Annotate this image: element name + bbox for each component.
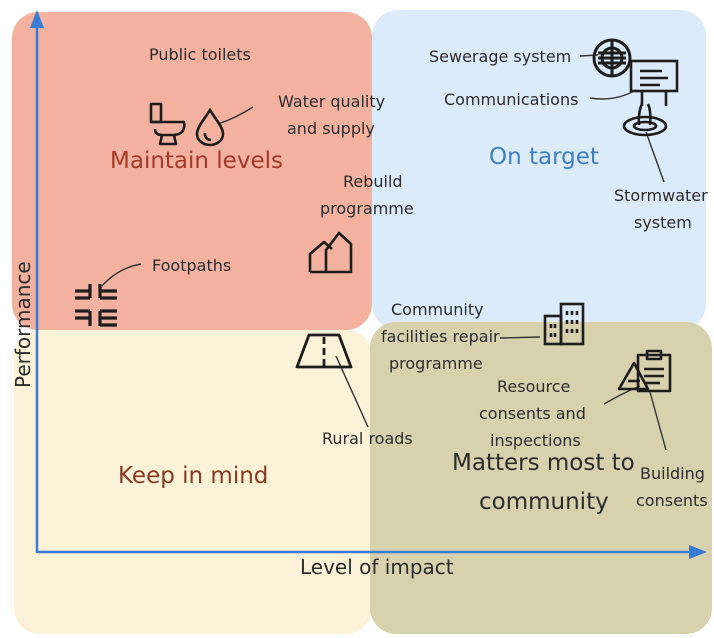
x-axis-label: Level of impact xyxy=(300,555,454,579)
quadrant-on-target xyxy=(372,10,706,330)
quadrant-keep-in-mind xyxy=(14,330,372,634)
stormwater-drain-icon xyxy=(622,103,668,137)
label-building-1: Building xyxy=(640,464,705,483)
label-community-1: Community xyxy=(391,300,484,319)
y-axis xyxy=(30,10,44,553)
label-water-quality-1: Water quality xyxy=(278,92,386,111)
label-rebuild-2: programme xyxy=(320,199,414,218)
label-water-quality-2: and supply xyxy=(287,119,375,138)
road-icon xyxy=(295,333,353,369)
quadrant-title-keep: Keep in mind xyxy=(118,463,269,489)
house-icon xyxy=(308,231,353,274)
footpath-icon xyxy=(75,284,117,327)
quadrant-title-target: On target xyxy=(489,144,599,170)
label-rural-roads: Rural roads xyxy=(322,429,413,448)
quadrant-title-matters-line2: community xyxy=(479,489,609,515)
toilet-icon xyxy=(149,102,186,146)
label-community-3: programme xyxy=(389,354,483,373)
label-building-2: consents xyxy=(636,491,708,510)
label-resource-1: Resource xyxy=(497,377,571,396)
label-rebuild-1: Rebuild xyxy=(343,172,403,191)
label-resource-2: consents and xyxy=(479,404,586,423)
label-community-2: facilities repair xyxy=(381,327,500,346)
y-axis-label: Performance xyxy=(11,261,35,388)
label-resource-3: inspections xyxy=(490,431,581,450)
label-sewerage: Sewerage system xyxy=(429,47,572,66)
quadrant-title-maintain: Maintain levels xyxy=(110,148,283,174)
clipboard-icon xyxy=(617,349,672,393)
water-drop-icon xyxy=(195,107,225,147)
communications-sign-icon xyxy=(629,59,679,106)
sewer-pipe-icon xyxy=(592,38,632,78)
quadrant-matters-most xyxy=(370,322,712,634)
quadrant-title-matters-line1: Matters most to xyxy=(452,450,635,476)
label-footpaths: Footpaths xyxy=(152,256,232,275)
buildings-icon xyxy=(543,302,585,346)
x-axis xyxy=(37,545,707,559)
quadrant-maintain-levels xyxy=(12,12,372,330)
label-stormwater-2: system xyxy=(634,213,692,232)
label-communications: Communications xyxy=(444,90,579,109)
label-stormwater-1: Stormwater xyxy=(614,186,708,205)
label-public-toilets: Public toilets xyxy=(149,45,251,64)
